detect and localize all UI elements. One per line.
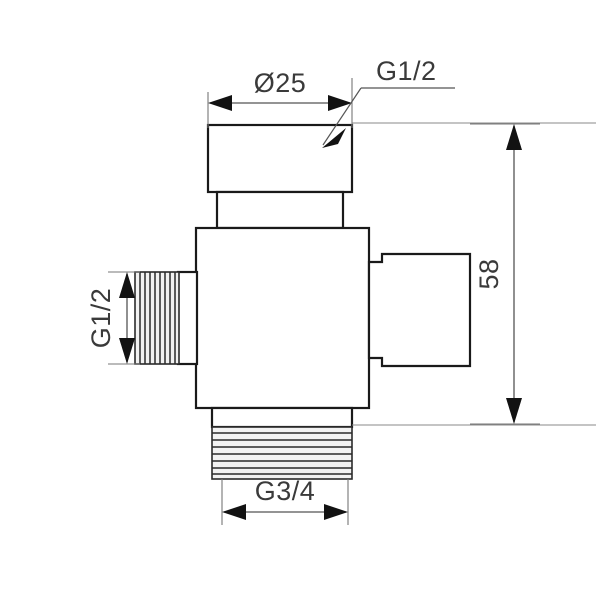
bottom-thread-ridges — [212, 432, 352, 475]
main-square-body — [194, 226, 371, 410]
bottom-thread-label: G3/4 — [255, 476, 316, 506]
left-nipple-collar — [176, 270, 199, 366]
left-threaded-nipple — [134, 271, 180, 365]
arrow-bottom — [506, 398, 522, 424]
overall-height-label: 58 — [474, 258, 504, 289]
left-thread-label: G1/2 — [86, 288, 116, 349]
arrow-top — [506, 124, 522, 150]
right-stepped-outlet — [367, 252, 472, 368]
leader-arrow-head — [322, 128, 346, 148]
left-thread-dimension: G1/2 — [86, 271, 140, 365]
top-diameter-label: Ø25 — [254, 68, 307, 98]
arrow-left — [208, 95, 232, 111]
bottom-thread-dimension: G3/4 — [221, 476, 349, 525]
top-cylindrical-boss — [206, 123, 354, 194]
bottom-neck — [210, 406, 354, 429]
overall-height-dimension: 58 — [470, 123, 540, 425]
top-thread-label: G1/2 — [376, 56, 437, 86]
arrow-right — [324, 504, 348, 520]
arrow-top — [119, 272, 135, 298]
arrow-left — [222, 504, 246, 520]
left-thread-ridges — [139, 272, 176, 364]
bottom-threaded-nipple — [211, 426, 353, 480]
arrow-bottom — [119, 338, 135, 364]
top-diameter-dimension: Ø25 — [207, 68, 353, 128]
top-thread-callout: G1/2 — [322, 56, 455, 148]
top-neck — [215, 190, 345, 230]
arrow-right — [328, 95, 352, 111]
